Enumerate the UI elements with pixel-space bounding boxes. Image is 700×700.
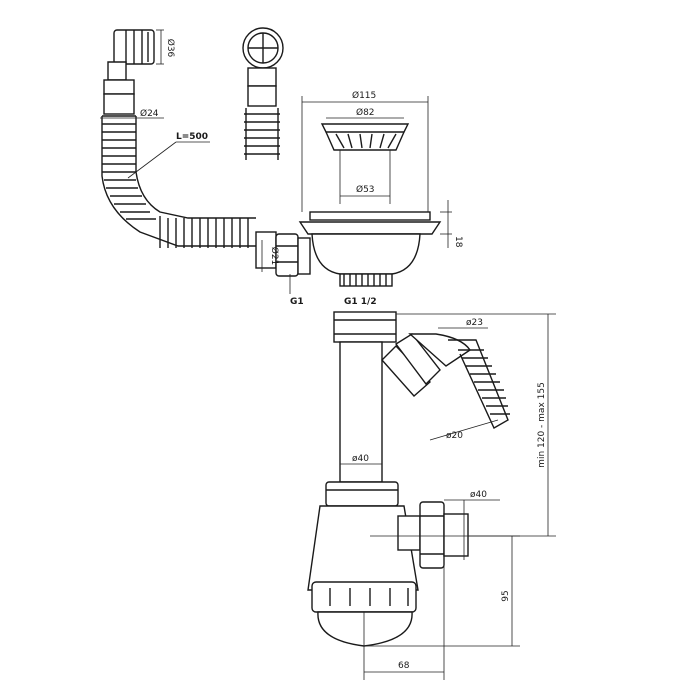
- overall-dimensions: min 120 - max 155 95 68: [363, 313, 556, 680]
- label-d20: ø20: [446, 431, 463, 441]
- label-range: min 120 - max 155: [537, 382, 547, 468]
- label-d21: Ø21: [269, 247, 280, 266]
- bottle-trap: ø40: [307, 481, 500, 647]
- label-d24: Ø24: [140, 108, 159, 119]
- overflow-connector-nut: Ø21 G1: [255, 231, 311, 307]
- appliance-branch: ø23 ø20: [381, 318, 510, 441]
- overflow-plug-front: [242, 27, 284, 160]
- tailpipe: ø40: [333, 311, 397, 483]
- label-h95: 95: [501, 590, 511, 601]
- label-d53: Ø53: [356, 184, 375, 195]
- dimension-d36: Ø36: [156, 29, 176, 65]
- label-h18: 18: [453, 236, 463, 248]
- sink-strainer: Ø115 Ø82 Ø53 18 G1 1/2: [298, 90, 463, 307]
- label-w68: 68: [398, 661, 410, 671]
- label-d23: ø23: [466, 318, 483, 328]
- label-g112: G1 1/2: [344, 297, 377, 307]
- label-d115: Ø115: [352, 90, 376, 101]
- label-length: L=500: [176, 132, 208, 142]
- corrugated-overflow-hose: L=500 Ø24: [100, 79, 256, 248]
- label-g1: G1: [290, 297, 304, 307]
- label-d82: Ø82: [356, 107, 375, 118]
- label-d40-outlet: ø40: [470, 490, 487, 500]
- label-d40-pipe: ø40: [352, 454, 369, 464]
- overflow-plug-side: [107, 29, 155, 81]
- label-d36: Ø36: [165, 39, 176, 58]
